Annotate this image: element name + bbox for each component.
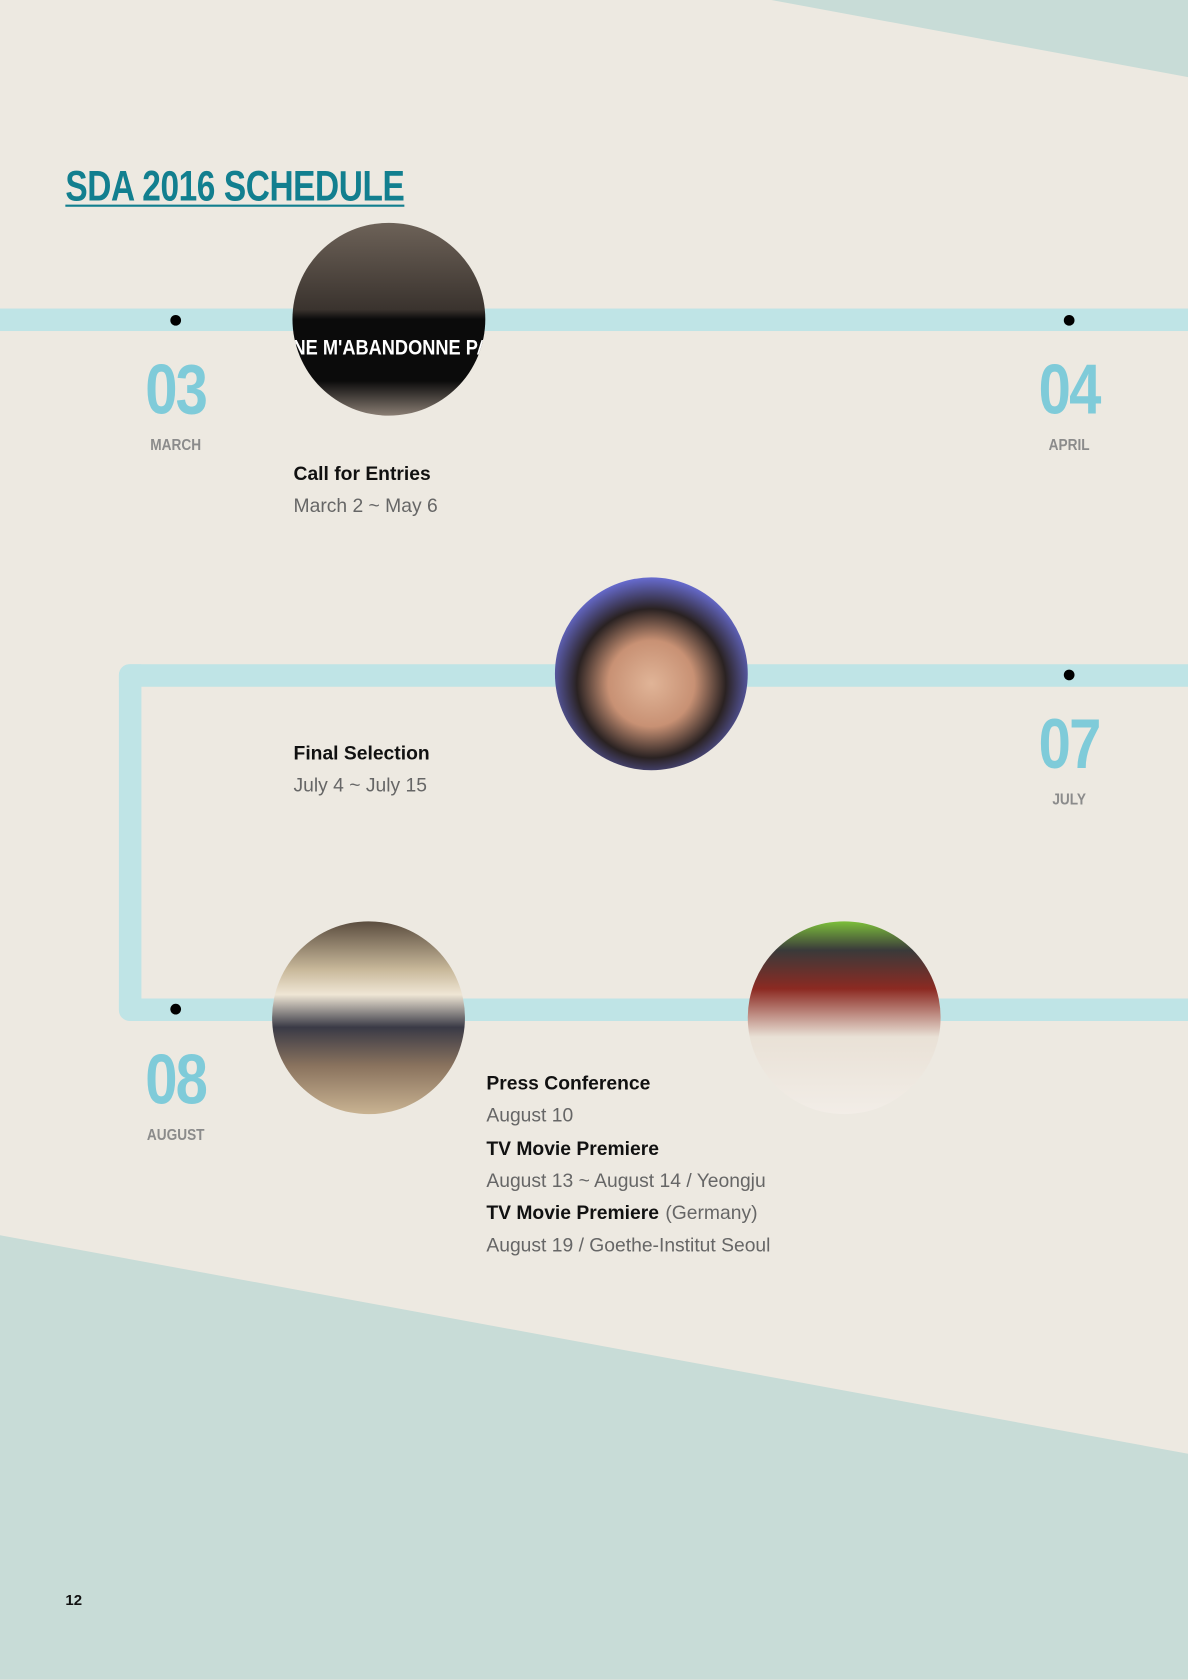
timeline-dot-july	[1063, 669, 1075, 681]
event-date: August 19 / Goethe-Institut Seoul	[486, 1234, 771, 1256]
premiere-poster-photo	[747, 921, 941, 1115]
month-number-april: 04	[1038, 349, 1102, 429]
page-title: SDA 2016 SCHEDULE	[65, 162, 405, 210]
timeline-connector	[118, 664, 142, 1020]
event-title-text: TV Movie Premiere	[486, 1201, 659, 1224]
event-title: Call for Entries	[293, 462, 431, 485]
press-conference-photo	[272, 921, 465, 1115]
month-number-august: 08	[145, 1039, 208, 1119]
event-title: Final Selection	[293, 742, 430, 764]
poster-caption: NE M'ABANDONNE PAS	[292, 336, 486, 360]
month-name-march: MARCH	[150, 436, 202, 455]
month-name-august: AUGUST	[146, 1125, 205, 1145]
event-date: August 10	[486, 1104, 574, 1126]
timeline-dot-march	[170, 314, 182, 326]
month-number-july: 07	[1038, 703, 1102, 784]
director-portrait-photo	[554, 577, 748, 771]
top-right-band	[771, 0, 1188, 78]
movie-poster-photo: NE M'ABANDONNE PAS	[292, 222, 486, 416]
timeline-dot-august	[170, 1003, 182, 1015]
event-title: Press Conference	[486, 1072, 651, 1094]
month-number-march: 03	[145, 349, 208, 429]
event-date: August 13 ~ August 14 / Yeongju	[486, 1169, 766, 1192]
event-title: TV Movie Premiere	[486, 1137, 659, 1160]
month-name-july: JULY	[1052, 790, 1086, 809]
event-title: TV Movie Premiere (Germany)	[486, 1202, 757, 1224]
event-date: July 4 ~ July 15	[293, 774, 427, 796]
page-number: 12	[65, 1590, 83, 1609]
bottom-band	[0, 1235, 1188, 1680]
event-date: March 2 ~ May 6	[293, 494, 438, 517]
event-note: (Germany)	[665, 1201, 758, 1224]
timeline-dot-april	[1063, 314, 1075, 326]
month-name-april: APRIL	[1048, 436, 1090, 455]
